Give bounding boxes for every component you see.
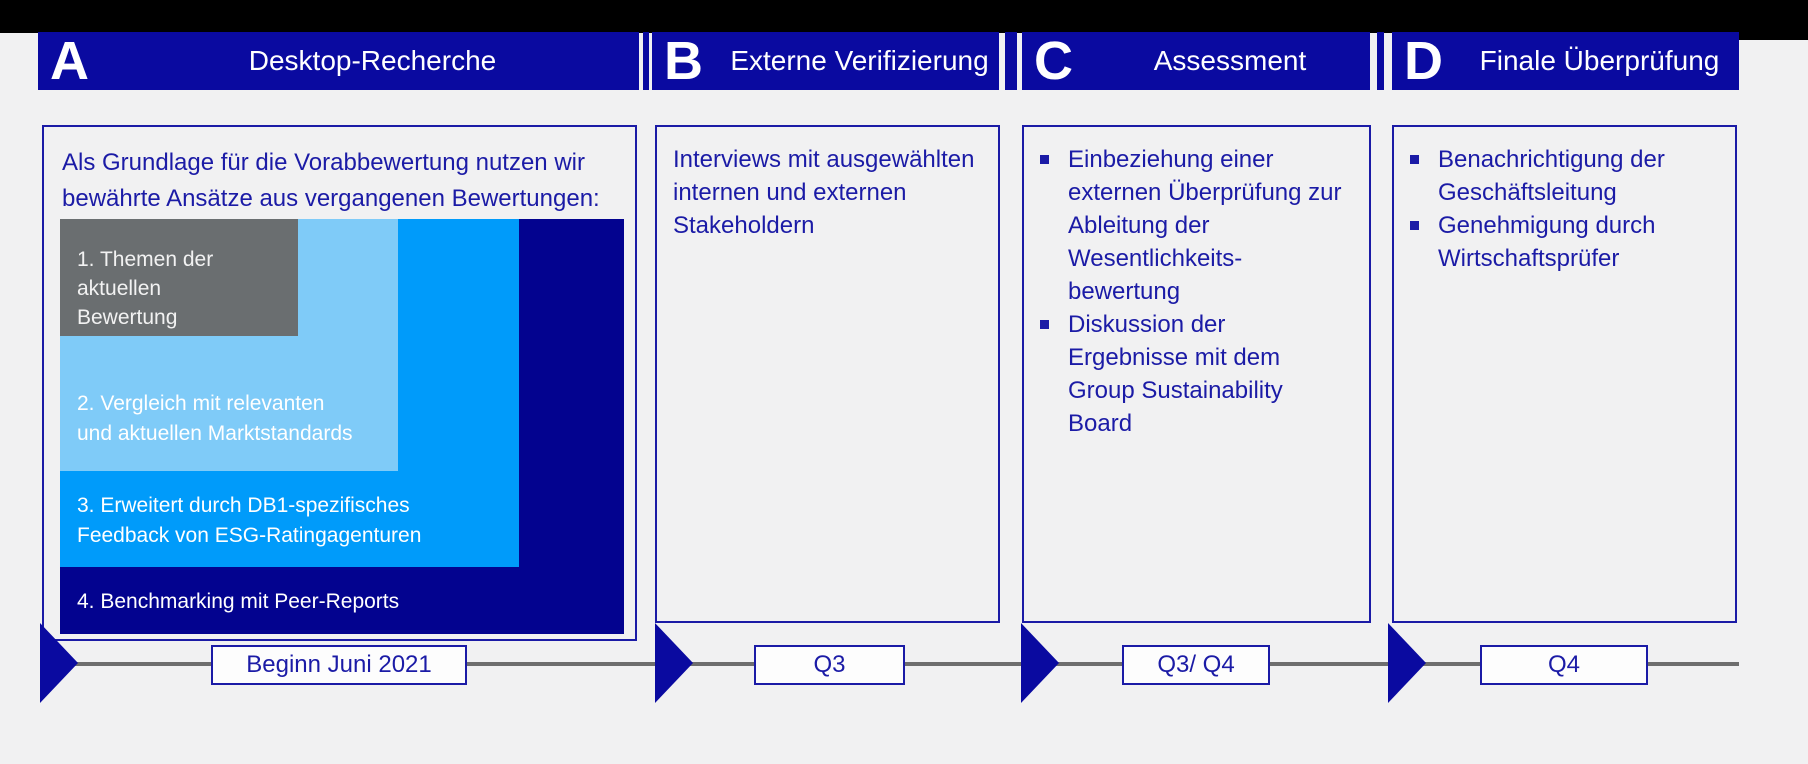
timeline-arrow-icon-b bbox=[655, 623, 693, 703]
phase-c-content-box: Einbeziehung einer externen Überprüfung … bbox=[1022, 125, 1371, 623]
layer-1-label: 1. Themen der aktuellen Bewertung bbox=[77, 248, 214, 329]
timeline-label-a: Beginn Juni 2021 bbox=[211, 645, 467, 685]
phase-a-intro-text: Als Grundlage für die Vorabbewertung nut… bbox=[62, 149, 600, 212]
phase-a-content-box: Als Grundlage für die Vorabbewertung nut… bbox=[42, 125, 637, 641]
phase-letter-b: B bbox=[664, 31, 703, 91]
phase-d-bullet-2-text: Genehmigung durch Wirtschaftsprüfer bbox=[1438, 212, 1656, 272]
timeline-label-b: Q3 bbox=[754, 645, 905, 685]
header-separator-ab bbox=[643, 32, 649, 90]
phase-letter-d: D bbox=[1404, 31, 1443, 91]
phase-d-content-box: Benachrichtigung der Geschäftsleitung Ge… bbox=[1392, 125, 1737, 623]
phase-a-nested-layers: 1. Themen der aktuellen Bewertung 2. Ver… bbox=[60, 219, 624, 634]
layer-3-label: 3. Erweitert durch DB1-spezifisches Feed… bbox=[77, 494, 422, 547]
square-bullet-icon bbox=[1410, 221, 1419, 230]
phase-header-b: B Externe Verifizierung bbox=[652, 32, 999, 90]
phase-header-a: A Desktop-Recherche bbox=[38, 32, 639, 90]
header-separator-cd bbox=[1377, 32, 1384, 90]
timeline-arrow-icon-c bbox=[1021, 623, 1059, 703]
layer-4-label: 4. Benchmarking mit Peer-Reports bbox=[77, 590, 400, 613]
phase-letter-c: C bbox=[1034, 31, 1073, 91]
phase-letter-a: A bbox=[50, 31, 89, 91]
phase-c-bullet-2-text: Diskussion der Ergebnisse mit dem Group … bbox=[1068, 311, 1283, 437]
phase-d-bullet-item: Genehmigung durch Wirtschaftsprüfer bbox=[1410, 209, 1721, 275]
timeline-label-c: Q3/ Q4 bbox=[1122, 645, 1270, 685]
top-black-bar-corner bbox=[1739, 0, 1808, 40]
layer-2-label: 2. Vergleich mit relevanten und aktuelle… bbox=[77, 392, 353, 445]
phase-title-a: Desktop-Recherche bbox=[248, 45, 497, 76]
top-black-bar bbox=[0, 0, 1808, 33]
phase-d-bullet-1-text: Benachrichtigung der Geschäftsleitung bbox=[1438, 146, 1665, 206]
phase-b-text: Interviews mit ausgewählten internen und… bbox=[673, 146, 975, 239]
phase-title-b: Externe Verifizierung bbox=[730, 45, 989, 76]
phase-c-bullet-item: Diskussion der Ergebnisse mit dem Group … bbox=[1040, 308, 1355, 440]
timeline-label-d: Q4 bbox=[1480, 645, 1648, 685]
phase-c-bullet-1-text: Einbeziehung einer externen Überprüfung … bbox=[1068, 146, 1342, 305]
phase-title-d: Finale Überprüfung bbox=[1479, 45, 1720, 76]
square-bullet-icon bbox=[1410, 155, 1419, 164]
phase-b-content-box: Interviews mit ausgewählten internen und… bbox=[655, 125, 1000, 623]
square-bullet-icon bbox=[1040, 320, 1049, 329]
timeline-arrow-icon-a bbox=[40, 623, 78, 703]
phase-d-bullet-item: Benachrichtigung der Geschäftsleitung bbox=[1410, 143, 1721, 209]
layer-1-themen bbox=[60, 219, 298, 336]
phase-header-c: C Assessment bbox=[1022, 32, 1370, 90]
phase-c-bullet-item: Einbeziehung einer externen Überprüfung … bbox=[1040, 143, 1355, 308]
phase-header-d: D Finale Überprüfung bbox=[1392, 32, 1739, 90]
phase-title-c: Assessment bbox=[1153, 45, 1307, 76]
timeline-arrow-icon-d bbox=[1388, 623, 1426, 703]
header-separator-bc bbox=[1005, 32, 1017, 90]
square-bullet-icon bbox=[1040, 155, 1049, 164]
